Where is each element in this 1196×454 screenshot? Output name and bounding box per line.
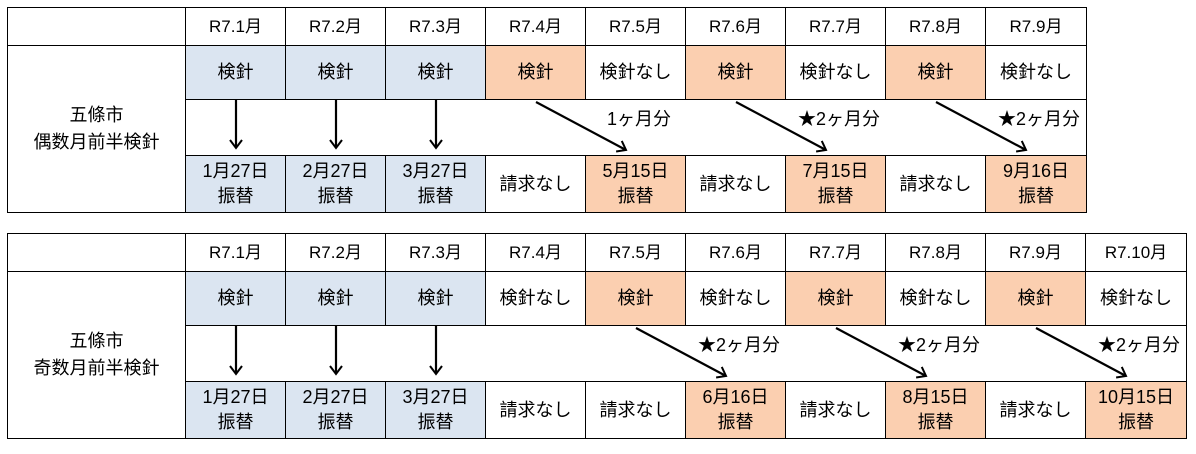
reading-cell: 検針 [386, 272, 486, 326]
reading-cell: 検針 [286, 272, 386, 326]
arrows-svg [229, 326, 1128, 379]
table-label: 五條市 奇数月前半検針 [8, 272, 186, 438]
reading-cell: 検針 [386, 46, 486, 100]
arrow-annotation: ★2ヶ月分 [897, 335, 981, 355]
month-header: R7.8月 [886, 234, 986, 272]
billing-cell: 1月27日 振替 [186, 156, 286, 212]
reading-cell: 検針 [286, 46, 386, 100]
reading-cell: 検針なし [586, 46, 686, 100]
diagonal-arrow-icon [735, 101, 828, 153]
billing-cell: 請求なし [486, 156, 586, 212]
diagonal-arrow-icon [1035, 327, 1128, 379]
reading-cell: 検針 [686, 46, 786, 100]
month-header: R7.2月 [286, 234, 386, 272]
billing-cell: 6月16日 振替 [686, 382, 786, 438]
billing-cell: 請求なし [686, 156, 786, 212]
diagonal-arrow-icon [935, 101, 1028, 153]
reading-cell: 検針なし [486, 272, 586, 326]
month-header: R7.8月 [886, 8, 986, 46]
month-header: R7.3月 [386, 234, 486, 272]
arrow-annotation: ★2ヶ月分 [797, 109, 881, 129]
billing-cell: 2月27日 振替 [286, 382, 386, 438]
reading-cell: 検針なし [986, 46, 1086, 100]
reading-cell: 検針なし [886, 272, 986, 326]
reading-cell: 検針なし [686, 272, 786, 326]
reading-cell: 検針 [186, 272, 286, 326]
reading-cell: 検針 [986, 272, 1086, 326]
billing-cell: 請求なし [786, 382, 886, 438]
billing-cell: 7月15日 振替 [786, 156, 886, 212]
arrow-row: ★2ヶ月分 ★2ヶ月分 ★2ヶ月分 [186, 326, 1186, 382]
arrow-annotation: ★2ヶ月分 [997, 109, 1081, 129]
arrow-annotation: 1ヶ月分 [606, 109, 672, 129]
month-header: R7.3月 [386, 8, 486, 46]
diagonal-arrow-icon [535, 101, 628, 153]
month-header: R7.1月 [186, 234, 286, 272]
billing-cell: 3月27日 振替 [386, 382, 486, 438]
billing-cell: 2月27日 振替 [286, 156, 386, 212]
arrow-annotation: ★2ヶ月分 [697, 335, 781, 355]
corner-cell [8, 8, 186, 46]
reading-cell: 検針 [886, 46, 986, 100]
billing-cell: 5月15日 振替 [586, 156, 686, 212]
billing-cell: 請求なし [486, 382, 586, 438]
billing-cell: 10月15日 振替 [1086, 382, 1186, 438]
month-header: R7.9月 [986, 234, 1086, 272]
month-header: R7.7月 [786, 234, 886, 272]
billing-cell: 9月16日 振替 [986, 156, 1086, 212]
month-header: R7.4月 [486, 234, 586, 272]
month-header: R7.6月 [686, 8, 786, 46]
billing-cell: 請求なし [986, 382, 1086, 438]
billing-cell: 請求なし [586, 382, 686, 438]
billing-cell: 請求なし [886, 156, 986, 212]
diagonal-arrow-icon [635, 327, 728, 379]
reading-cell: 検針 [786, 272, 886, 326]
reading-cell: 検針なし [1086, 272, 1186, 326]
diagonal-arrow-icon [835, 327, 928, 379]
reading-cell: 検針 [486, 46, 586, 100]
month-header: R7.9月 [986, 8, 1086, 46]
billing-cell: 3月27日 振替 [386, 156, 486, 212]
month-header: R7.4月 [486, 8, 586, 46]
arrow-annotation: ★2ヶ月分 [1097, 335, 1181, 355]
month-header: R7.1月 [186, 8, 286, 46]
billing-cell: 1月27日 振替 [186, 382, 286, 438]
month-header: R7.2月 [286, 8, 386, 46]
billing-cell: 8月15日 振替 [886, 382, 986, 438]
reading-cell: 検針 [186, 46, 286, 100]
month-header: R7.5月 [586, 234, 686, 272]
month-header: R7.6月 [686, 234, 786, 272]
table-label: 五條市 偶数月前半検針 [8, 46, 186, 212]
reading-cell: 検針なし [786, 46, 886, 100]
month-header: R7.7月 [786, 8, 886, 46]
month-header: R7.5月 [586, 8, 686, 46]
arrows-svg [229, 100, 1028, 153]
corner-cell [8, 234, 186, 272]
reading-cell: 検針 [586, 272, 686, 326]
month-header: R7.10月 [1086, 234, 1186, 272]
arrow-row: 1ヶ月分 ★2ヶ月分 ★2ヶ月分 [186, 100, 1086, 156]
